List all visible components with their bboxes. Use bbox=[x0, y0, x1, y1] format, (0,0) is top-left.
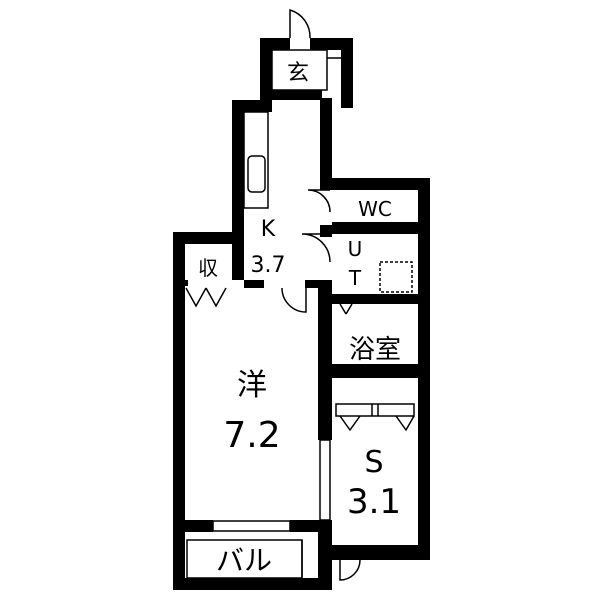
western-room-size: 7.2 bbox=[223, 415, 280, 456]
kitchen-size: 3.7 bbox=[251, 253, 286, 278]
western-room-label: 洋 bbox=[237, 368, 267, 403]
walls bbox=[173, 38, 430, 590]
utility-label-u: U bbox=[348, 237, 363, 261]
bathroom-label: 浴室 bbox=[349, 335, 401, 365]
toilet-label: WC bbox=[358, 197, 392, 221]
room-labels: 玄 K 3.7 WC U T 浴室 収 洋 7.2 S 3.1 バル bbox=[198, 61, 401, 577]
balcony-label: バル bbox=[216, 544, 272, 577]
fixtures bbox=[185, 8, 415, 581]
kitchen-label: K bbox=[261, 217, 276, 242]
service-room-label: S bbox=[364, 445, 383, 480]
utility-label-t: T bbox=[348, 266, 362, 290]
service-room-size: 3.1 bbox=[347, 482, 401, 522]
entrance-label: 玄 bbox=[287, 61, 309, 86]
storage-label: 収 bbox=[198, 256, 218, 280]
